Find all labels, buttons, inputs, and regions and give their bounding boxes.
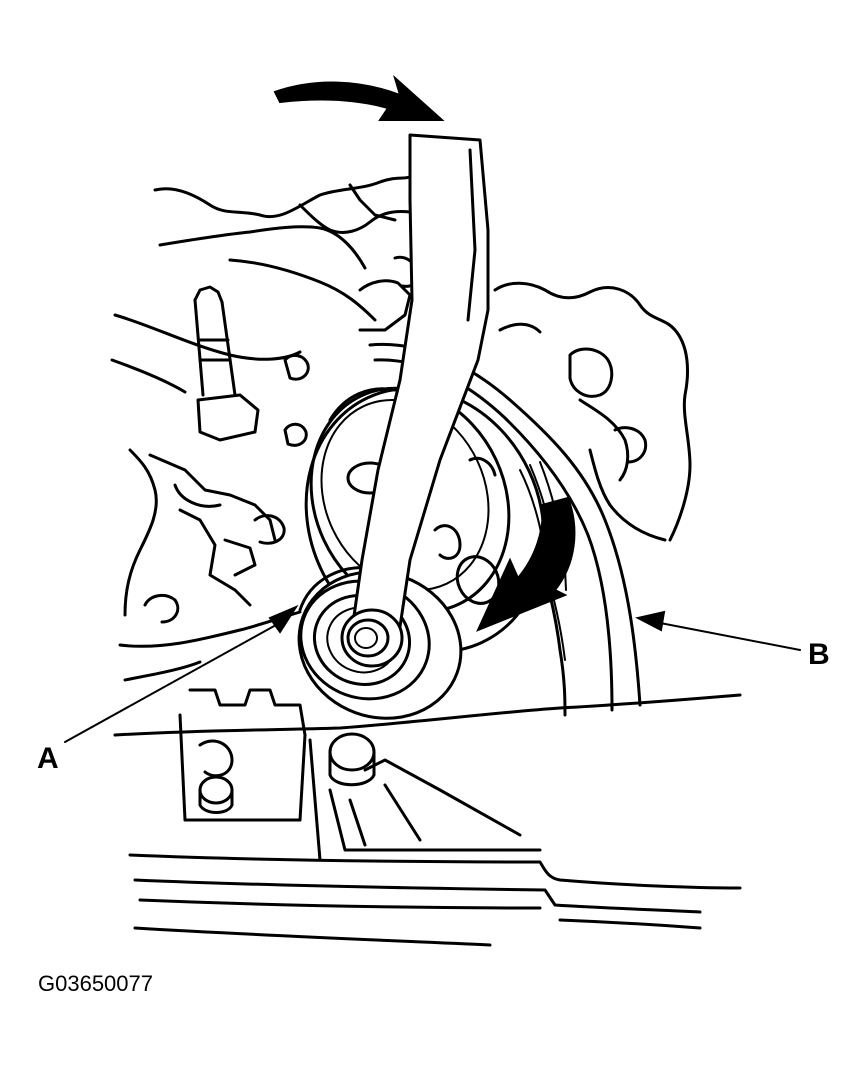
leader-arrowhead-b	[635, 610, 666, 632]
curved-arrow-icon	[476, 496, 576, 632]
lower-bracket	[113, 688, 742, 947]
curved-arrow-icon	[273, 74, 445, 121]
leader-line-b	[654, 621, 801, 651]
pulley-rotation-arrow	[476, 496, 576, 632]
leader-line-a	[64, 619, 286, 743]
callout-label-a: A	[37, 742, 59, 775]
top-rotation-arrow	[273, 74, 445, 121]
callout-leaders	[64, 604, 801, 743]
callout-label-b: B	[808, 638, 830, 671]
leader-arrowhead-a	[268, 604, 299, 634]
breaker-bar	[340, 133, 490, 668]
figure-id: G03650077	[38, 971, 153, 996]
